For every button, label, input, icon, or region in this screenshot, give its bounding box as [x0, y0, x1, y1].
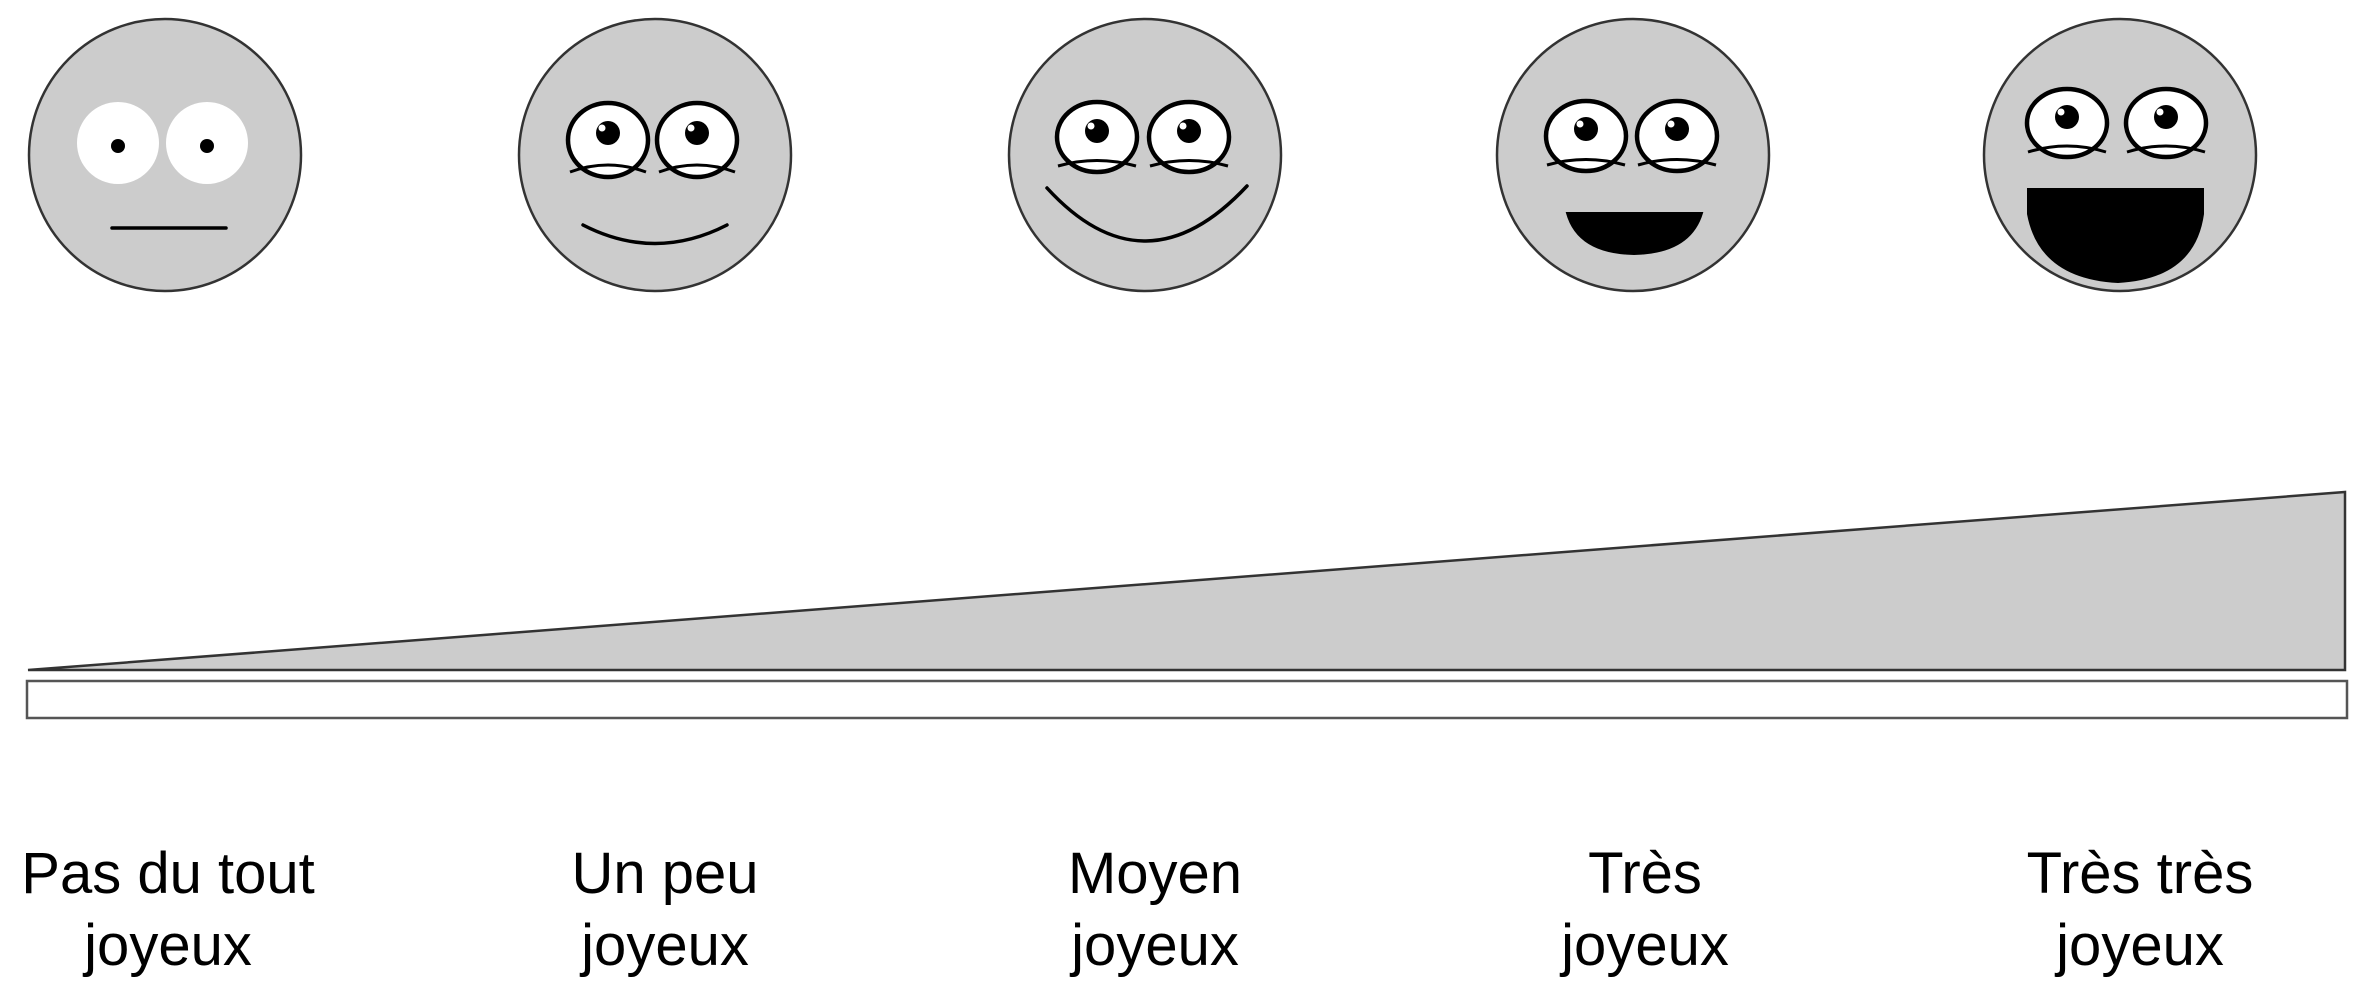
- label-tres-joyeux: Très joyeux: [1445, 838, 1845, 982]
- smile-face-icon: [1007, 17, 1283, 293]
- label-line-1: Très très: [2026, 841, 2254, 906]
- label-moyen-joyeux: Moyen joyeux: [955, 838, 1355, 982]
- label-pas-du-tout-joyeux: Pas du tout joyeux: [0, 838, 368, 982]
- grin-face-icon: [1495, 17, 1771, 293]
- scale-bar: [25, 679, 2349, 720]
- intensity-wedge: [27, 490, 2347, 672]
- label-line-2: joyeux: [1071, 913, 1239, 978]
- label-line-2: joyeux: [581, 913, 749, 978]
- slight-smile-face-icon: [517, 17, 793, 293]
- label-un-peu-joyeux: Un peu joyeux: [465, 838, 865, 982]
- label-line-1: Un peu: [571, 841, 759, 906]
- label-line-2: joyeux: [2056, 913, 2224, 978]
- label-line-1: Pas du tout: [21, 841, 315, 906]
- big-grin-face-icon: [1982, 17, 2258, 293]
- label-line-2: joyeux: [84, 913, 252, 978]
- label-line-1: Très: [1588, 841, 1702, 906]
- label-line-1: Moyen: [1067, 841, 1243, 906]
- neutral-face-icon: [27, 17, 303, 293]
- label-line-2: joyeux: [1561, 913, 1729, 978]
- label-tres-tres-joyeux: Très très joyeux: [1940, 838, 2340, 982]
